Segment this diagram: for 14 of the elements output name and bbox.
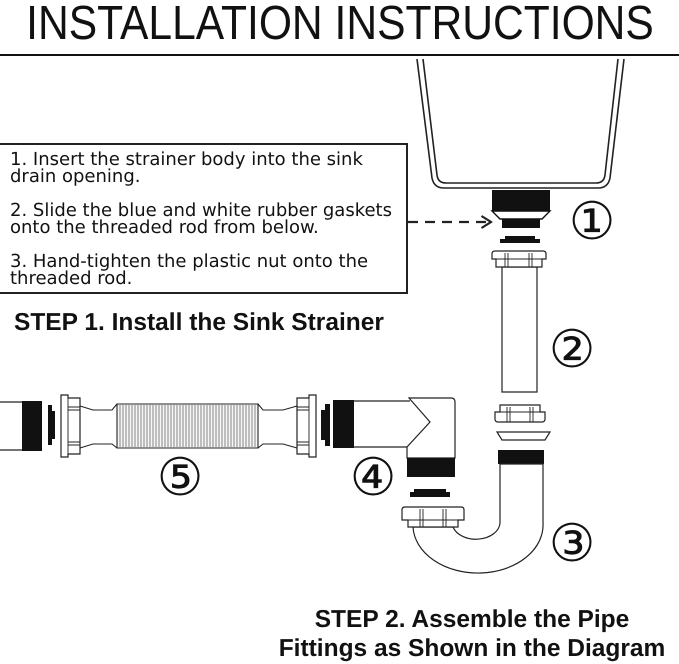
- callout-number: ③: [548, 518, 596, 570]
- dashed-arrow: [408, 214, 492, 230]
- instruction-step: 1. Insert the strainer body into the sink drain opening.: [10, 151, 404, 185]
- strainer-drawing: [492, 190, 550, 243]
- instruction-step: 2. Slide the blue and white rubber gaskets onto the threaded rod from below.: [10, 202, 404, 236]
- step-heading: STEP 2. Assemble the Pipe Fittings as Shown in the Diagram: [278, 605, 666, 663]
- instruction-step: 3. Hand-tighten the plastic nut onto the threaded rod.: [10, 253, 404, 287]
- callout-number: ④: [348, 452, 398, 504]
- instruction-box: [0, 143, 408, 294]
- callout-number: ②: [548, 324, 596, 376]
- step-heading: STEP 1. Install the Sink Strainer: [14, 308, 385, 337]
- callout-number: ①: [568, 196, 616, 248]
- title: INSTALLATION INSTRUCTIONS: [26, 0, 654, 48]
- callout-number: ⑤: [156, 452, 204, 504]
